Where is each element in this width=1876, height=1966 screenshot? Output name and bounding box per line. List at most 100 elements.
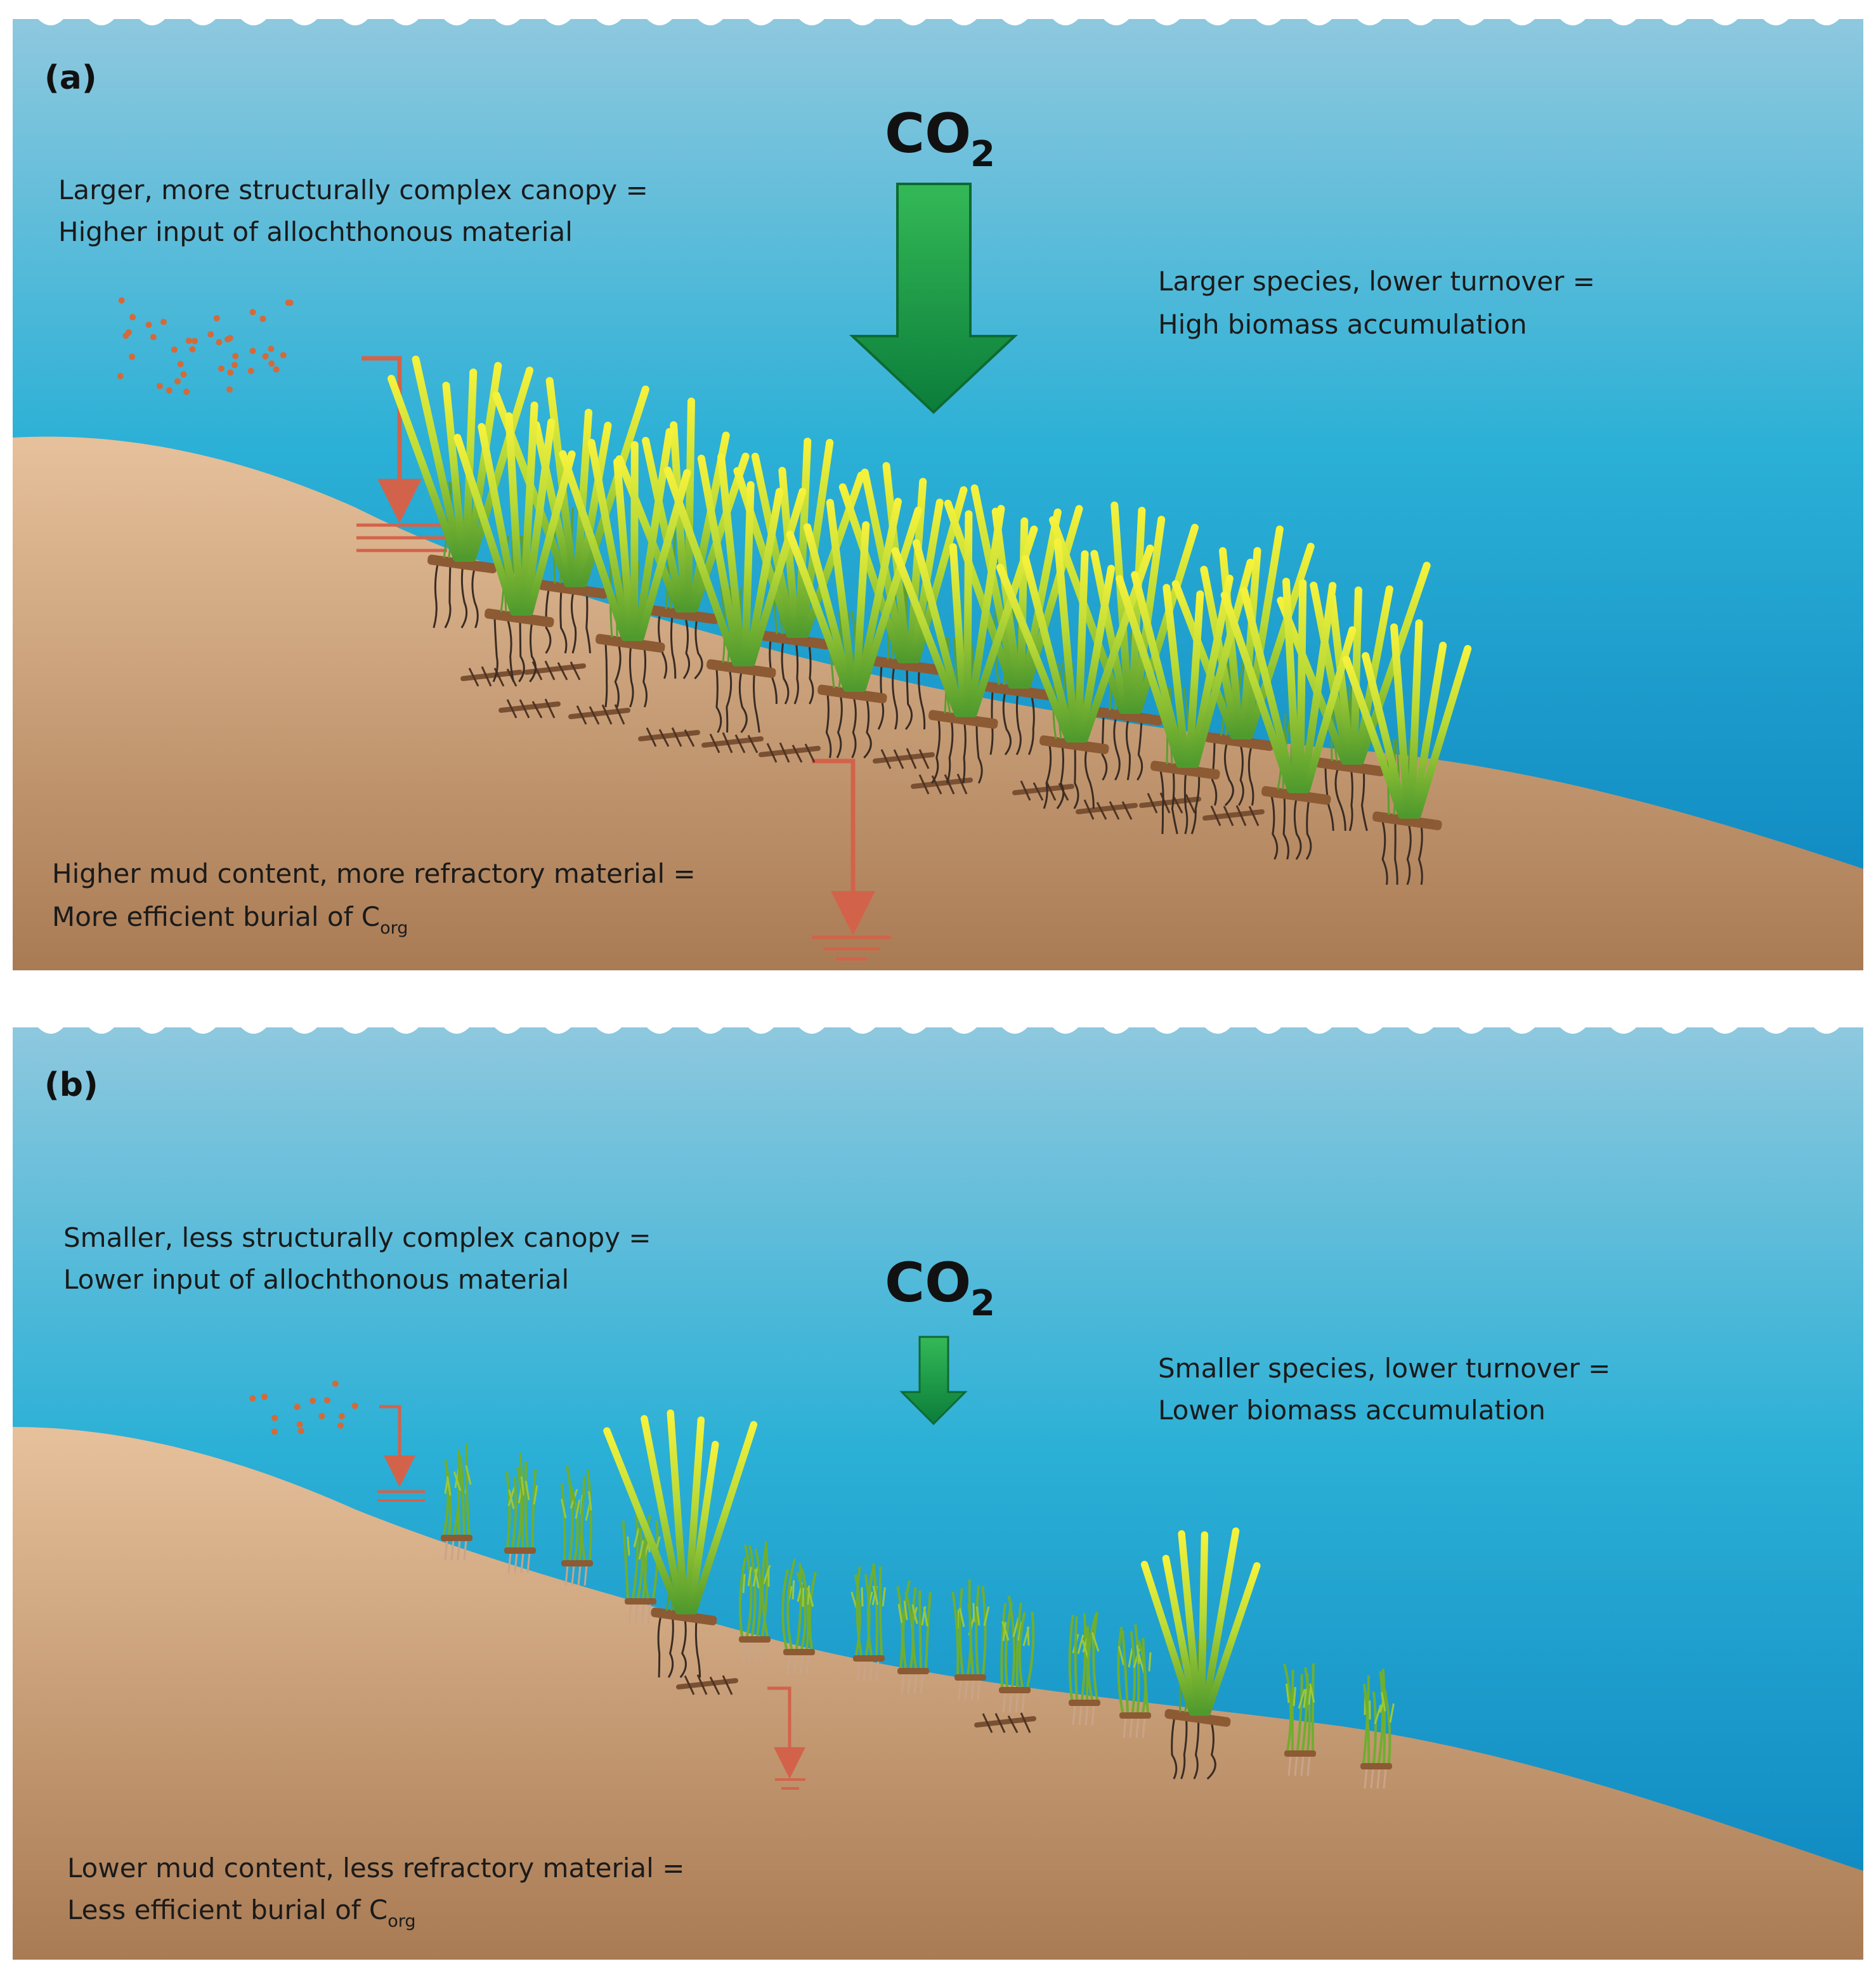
buried-rhizome-fragment [676,1674,738,1695]
leaf [478,423,521,616]
water-surface [13,0,1863,25]
leaf [511,1477,518,1548]
particle [259,315,266,322]
leaf [1381,1669,1386,1764]
rhizome [871,656,941,675]
leaf [622,1520,629,1599]
burial-flux [767,1686,805,1790]
leaf [1240,587,1298,793]
species-text-line1: Larger species, lower turnover = [1158,266,1595,297]
rhizome [1261,786,1331,805]
leaf [996,563,1072,743]
sediment [13,1427,1863,1960]
particle [262,353,269,360]
rhizome [538,580,608,599]
particle [280,352,287,359]
species-text-line2: High biomass accumulation [1158,309,1527,340]
leaf [697,454,743,667]
leaf [786,1558,797,1650]
particle [191,337,198,344]
small-seagrass-shoot [560,1466,593,1586]
burial-text-line1: Higher mud content, more refractory mate… [52,858,696,889]
leaf [1074,1616,1078,1700]
particle [249,309,256,316]
particle [271,1428,278,1435]
leaf [803,523,854,692]
leaf [748,1545,757,1637]
large-seagrass-shoot [453,401,576,682]
panel-a: (a) CO 2 Larger, more structurally compl… [13,0,1863,970]
leaf [1087,1613,1098,1700]
co2-input: CO 2 [885,1251,995,1426]
canopy-text-line1: Smaller, less structurally complex canop… [63,1222,651,1253]
small-seagrass-shoot [1068,1611,1100,1726]
particle [218,365,225,372]
leaf [1178,1530,1202,1716]
small-seagrass-shoot [850,1563,886,1681]
leaf [388,375,460,562]
leaf [796,1572,807,1650]
deposition-flux [356,356,447,552]
leaf [453,434,518,616]
leaf [573,408,593,587]
small-seagrass-shoot [951,1579,990,1700]
small-seagrass-shoot [781,1558,817,1675]
rhizome [1372,811,1442,831]
leaf [1053,538,1079,743]
leaf [1220,591,1294,793]
leaf [866,1563,876,1656]
buried-rhizome-fragment [460,666,523,687]
panel-label: (a) [44,59,97,97]
leaf [1020,508,1062,689]
leaf [912,539,965,717]
leaf [1407,619,1423,819]
leaf [469,367,534,562]
leaf [795,438,812,638]
burial-arrow-icon [767,1686,805,1779]
large-seagrass-shoot [615,397,750,680]
leaf [1017,517,1029,689]
co2-arrow-icon [899,1336,968,1426]
burial-text-line2: Less efficient burial of Corg [67,1894,416,1931]
co2-label: CO [885,1251,971,1315]
burial-arrow-icon [812,758,875,935]
particle [216,339,223,346]
leaf [1363,1683,1371,1764]
leaf [1296,1674,1303,1751]
particle [297,1428,304,1435]
rhizome [1039,735,1109,755]
leaf [569,1484,579,1561]
leaf [412,355,464,562]
leaf [684,1416,705,1615]
leaf [748,488,807,667]
particle [261,1393,268,1400]
large-seagrass-shoot [1342,619,1472,885]
leaf [1121,1630,1129,1713]
buried-rhizome-fragment [873,748,935,769]
buried-rhizome-fragment [1202,805,1265,826]
leaf [1282,578,1301,793]
leaf [951,1591,960,1675]
panel-b: (b) CO 2 Smaller, less structurally comp… [13,1008,1863,1960]
leaf [1192,558,1254,768]
small-seagrass-shoot [622,1505,661,1624]
small-seagrass-shoot [1360,1669,1395,1789]
leaf [949,543,968,717]
leaf [808,1572,817,1650]
rhizome [1150,760,1220,780]
leaf [761,1541,769,1637]
leaf [733,467,793,638]
leaf [576,421,612,587]
particle [231,361,238,368]
leaf [559,450,629,641]
deposition-flux [377,1405,425,1502]
seagrass-meadow [388,355,1472,885]
leaf [465,1443,471,1535]
leaf [565,1466,574,1561]
leaf [1022,555,1076,743]
rhizome [706,659,776,679]
leaf [741,481,755,667]
leaf [944,499,1015,689]
buried-rhizome-fragment [1139,792,1201,814]
